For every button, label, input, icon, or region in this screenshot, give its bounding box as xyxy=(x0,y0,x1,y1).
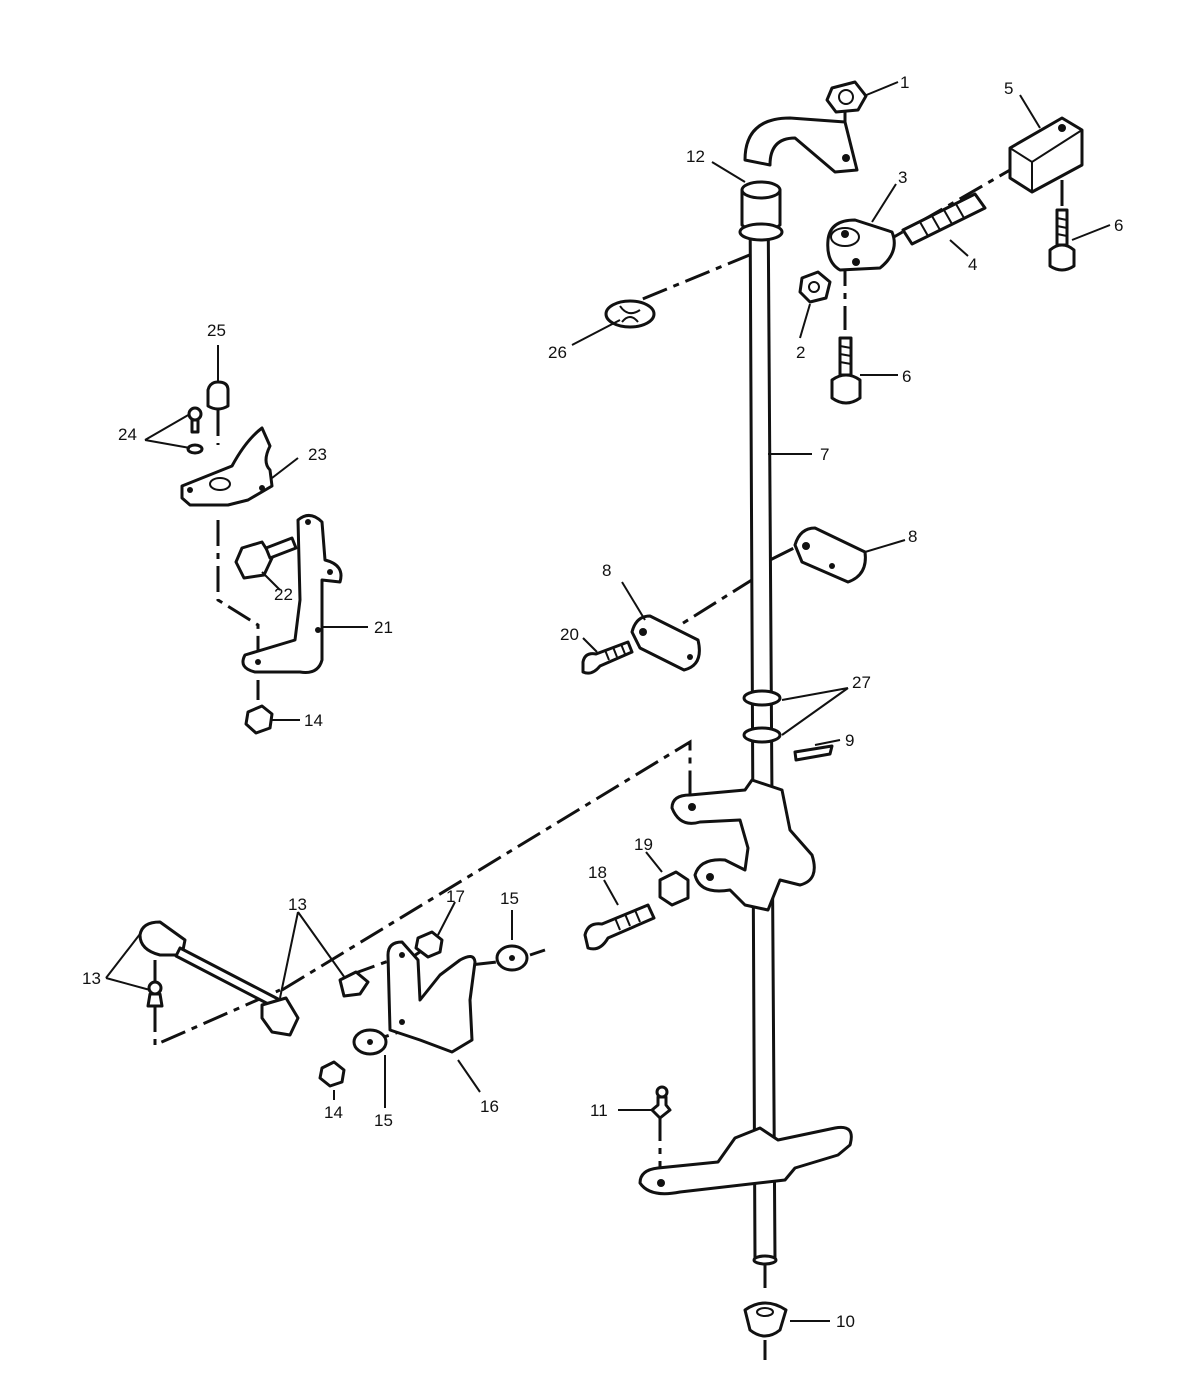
callout-3: 3 xyxy=(898,168,907,187)
pin-9 xyxy=(793,744,834,762)
plate-16 xyxy=(386,940,477,1054)
screw-6-center xyxy=(830,336,862,405)
callout-8-left: 8 xyxy=(602,561,611,580)
assembly-lines xyxy=(153,112,1064,1360)
callout-27: 27 xyxy=(852,673,871,692)
nut-2 xyxy=(798,270,832,304)
callout-11: 11 xyxy=(590,1101,608,1120)
nut-14-upper xyxy=(244,704,274,735)
lower-lever-arm xyxy=(638,1125,853,1196)
callout-2: 2 xyxy=(796,343,805,362)
callout-21: 21 xyxy=(374,618,393,637)
bracket-21 xyxy=(241,514,343,674)
callout-12: 12 xyxy=(686,147,705,166)
callout-18: 18 xyxy=(588,863,607,882)
collar-12 xyxy=(738,180,784,242)
callout-16: 16 xyxy=(480,1097,499,1116)
callout-14-lower: 14 xyxy=(324,1103,343,1122)
screw-washer-24 xyxy=(186,406,204,455)
clamp-8-left xyxy=(630,614,701,672)
clamp-8-right xyxy=(793,526,867,584)
bracket-23 xyxy=(180,426,274,507)
upper-lever-arm xyxy=(670,778,816,912)
callout-19: 19 xyxy=(634,835,653,854)
screw-6-right xyxy=(1048,208,1076,272)
callout-23: 23 xyxy=(308,445,327,464)
leader-lines xyxy=(105,81,1111,1322)
stud-4 xyxy=(901,192,987,246)
callout-1: 1 xyxy=(900,73,909,92)
callout-6-center: 6 xyxy=(902,367,911,386)
washer-15-lower xyxy=(352,1028,388,1056)
callout-4: 4 xyxy=(968,255,977,274)
callout-17: 17 xyxy=(446,887,465,906)
callout-25: 25 xyxy=(207,321,226,340)
callout-13-upper: 13 xyxy=(288,895,307,914)
washers-27 xyxy=(742,689,782,744)
callout-15-right: 15 xyxy=(500,889,519,908)
callout-labels: 1 2 3 4 5 6 6 7 8 8 9 10 11 12 13 13 14 … xyxy=(82,73,1123,1331)
callout-8-right: 8 xyxy=(908,527,917,546)
callout-13-left: 13 xyxy=(82,969,101,988)
block-5 xyxy=(1008,116,1084,194)
bolt-22 xyxy=(234,536,298,580)
callout-7: 7 xyxy=(820,445,829,464)
screw-18 xyxy=(583,903,656,951)
callout-5: 5 xyxy=(1004,79,1013,98)
callout-9: 9 xyxy=(845,731,854,750)
stud-11 xyxy=(650,1085,672,1120)
nut-1 xyxy=(825,80,868,114)
plunger-25 xyxy=(206,380,230,411)
clamp-block-3 xyxy=(826,218,896,272)
screw-20 xyxy=(581,640,634,675)
callout-24: 24 xyxy=(118,425,137,444)
bushing-10 xyxy=(743,1301,788,1338)
callout-26: 26 xyxy=(548,343,567,362)
callout-14-upper: 14 xyxy=(304,711,323,730)
callout-15-lower: 15 xyxy=(374,1111,393,1130)
nut-17 xyxy=(414,930,444,959)
callout-10: 10 xyxy=(836,1312,855,1331)
nut-19 xyxy=(658,870,690,907)
callout-6-right: 6 xyxy=(1114,216,1123,235)
washer-15-right xyxy=(495,944,529,972)
callout-20: 20 xyxy=(560,625,579,644)
linkage-13 xyxy=(138,920,370,1037)
callout-22: 22 xyxy=(274,585,293,604)
nut-14-lower xyxy=(318,1060,346,1088)
